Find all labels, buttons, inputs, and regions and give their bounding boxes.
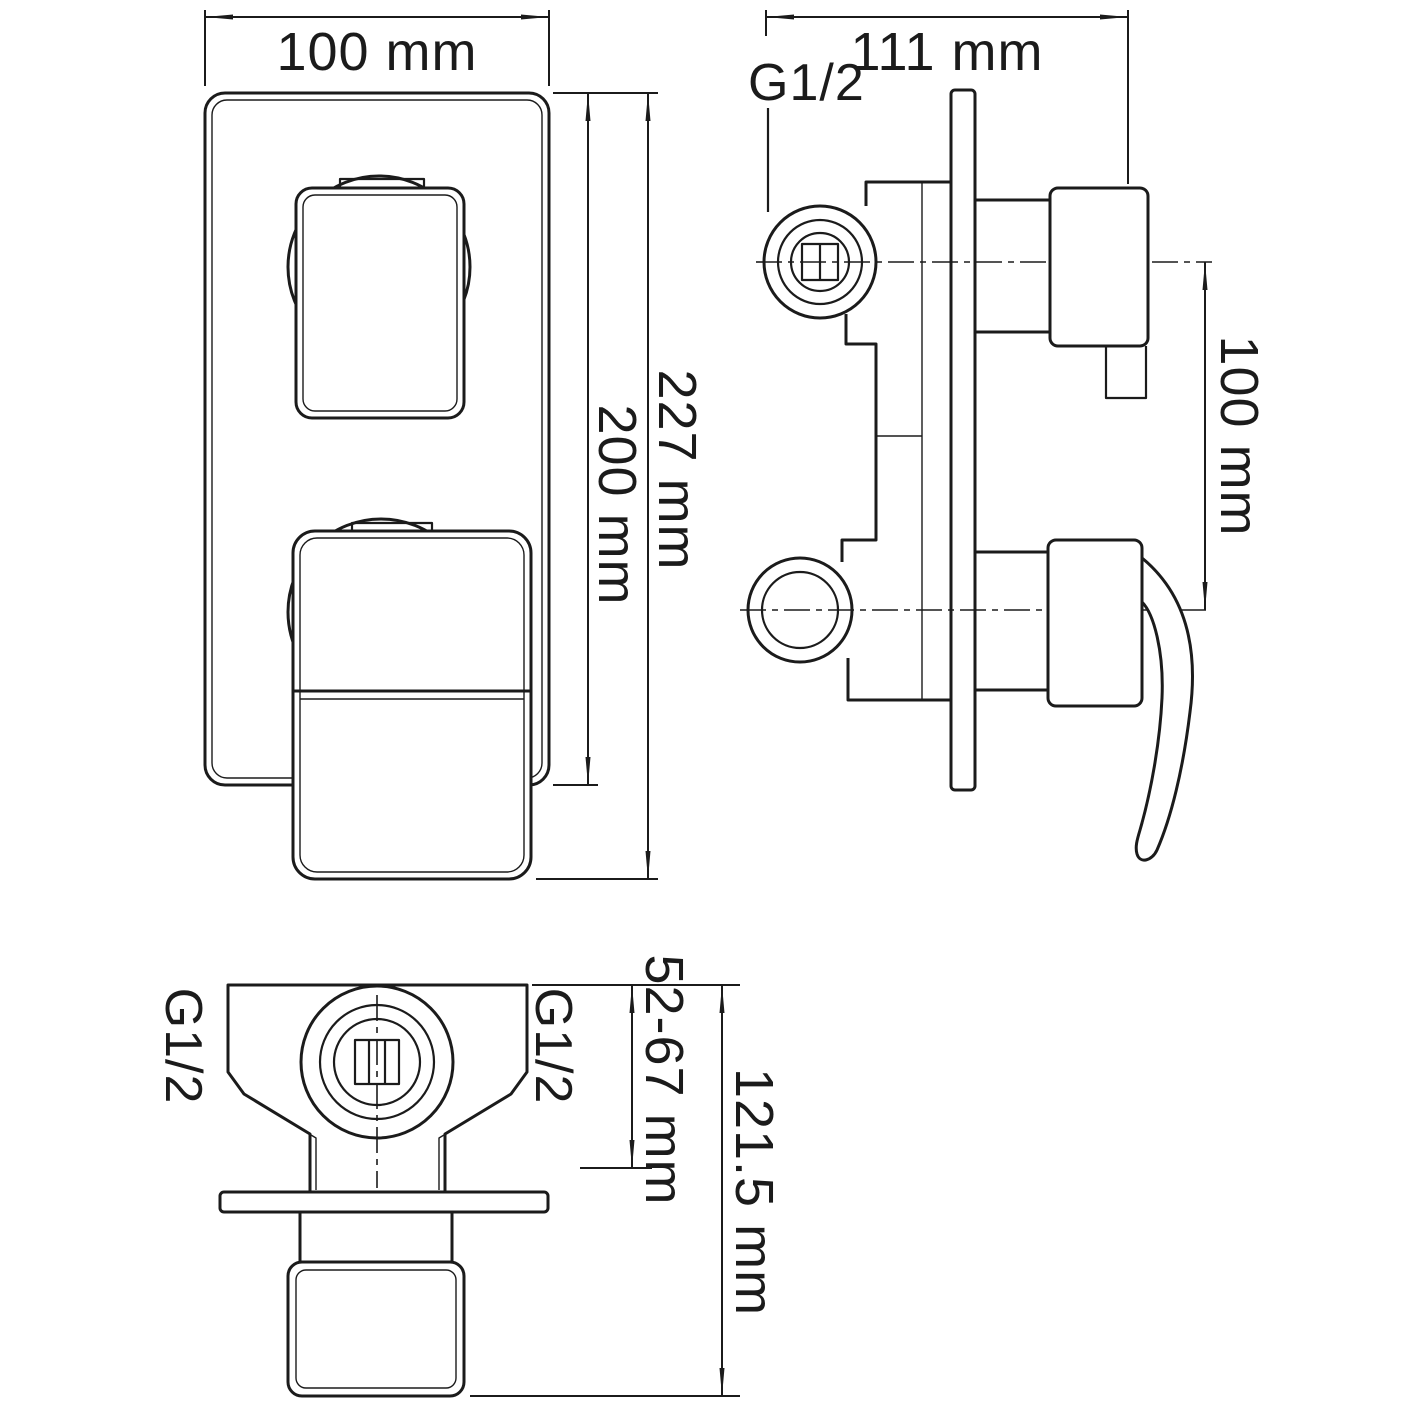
lever-blade xyxy=(1134,556,1194,862)
side-diverter-knob xyxy=(973,186,1150,400)
diverter-stem xyxy=(973,198,1053,334)
handle-face xyxy=(291,529,533,881)
side-depth-label: 111 mm xyxy=(850,22,1043,82)
bottom-port xyxy=(299,984,455,1140)
bottom-knob-stem xyxy=(298,1210,454,1264)
diverter-top-tab xyxy=(338,177,426,188)
diverter-clip xyxy=(1104,346,1148,400)
handle-inner-line xyxy=(299,537,525,873)
front-width-label: 100 mm xyxy=(276,22,477,82)
side-depth-dimension: 111 mm xyxy=(765,10,1129,184)
front-height-dimensions: 200 mm 227 mm xyxy=(536,92,707,880)
bottom-body-inner-left xyxy=(249,1097,317,1190)
front-view: 100 mm 200 mm 227 m xyxy=(203,10,707,881)
bottom-thread-right-label: G1/2 xyxy=(524,988,582,1105)
bottom-port-socket-detail xyxy=(353,1038,401,1086)
side-port-spacing-dimension: 100 mm xyxy=(1202,262,1269,610)
front-plate-height-label: 200 mm xyxy=(587,404,647,605)
handle-stem xyxy=(973,550,1051,692)
diverter-knob-inner-line xyxy=(302,194,458,412)
diverter-cap xyxy=(1048,186,1150,348)
bottom-thread-left-label: G1/2 xyxy=(154,988,212,1105)
bottom-total-depth-label: 121.5 mm xyxy=(724,1068,784,1316)
bottom-port-socket xyxy=(332,1017,422,1107)
front-lever-handle xyxy=(286,517,533,881)
front-total-height-label: 227 mm xyxy=(647,369,707,570)
bottom-mount-depth-label: 52-67 mm xyxy=(634,954,694,1205)
bottom-knob-inner-line xyxy=(295,1269,457,1389)
side-view: 111 mm G1/2 xyxy=(740,10,1269,862)
front-width-dimension: 100 mm xyxy=(204,10,550,86)
handle-top-tab xyxy=(350,521,434,531)
bottom-plate-edge xyxy=(218,1190,550,1214)
bottom-knob xyxy=(286,1260,466,1398)
bottom-depth-dimensions: 52-67 mm 121.5 mm xyxy=(470,954,784,1397)
side-plate-edge xyxy=(949,88,977,792)
side-thread-label: G1/2 xyxy=(748,54,865,112)
handle-cap xyxy=(1046,538,1144,708)
front-diverter-knob xyxy=(286,174,472,420)
bottom-view: G1/2 G1/2 52-67 mm 121.5 mm xyxy=(154,954,784,1398)
bottom-body-inner-right xyxy=(438,1097,506,1190)
side-port-spacing-label: 100 mm xyxy=(1209,335,1269,536)
body-waist-edge xyxy=(840,314,878,562)
bottom-port-bore xyxy=(318,1003,436,1121)
diverter-knob-face xyxy=(294,186,466,420)
side-lever-handle xyxy=(973,538,1194,862)
body-top-edge xyxy=(864,180,951,206)
body-bottom-edge xyxy=(846,658,951,702)
side-valve-body xyxy=(746,180,951,702)
bottom-port-boss xyxy=(299,984,455,1140)
